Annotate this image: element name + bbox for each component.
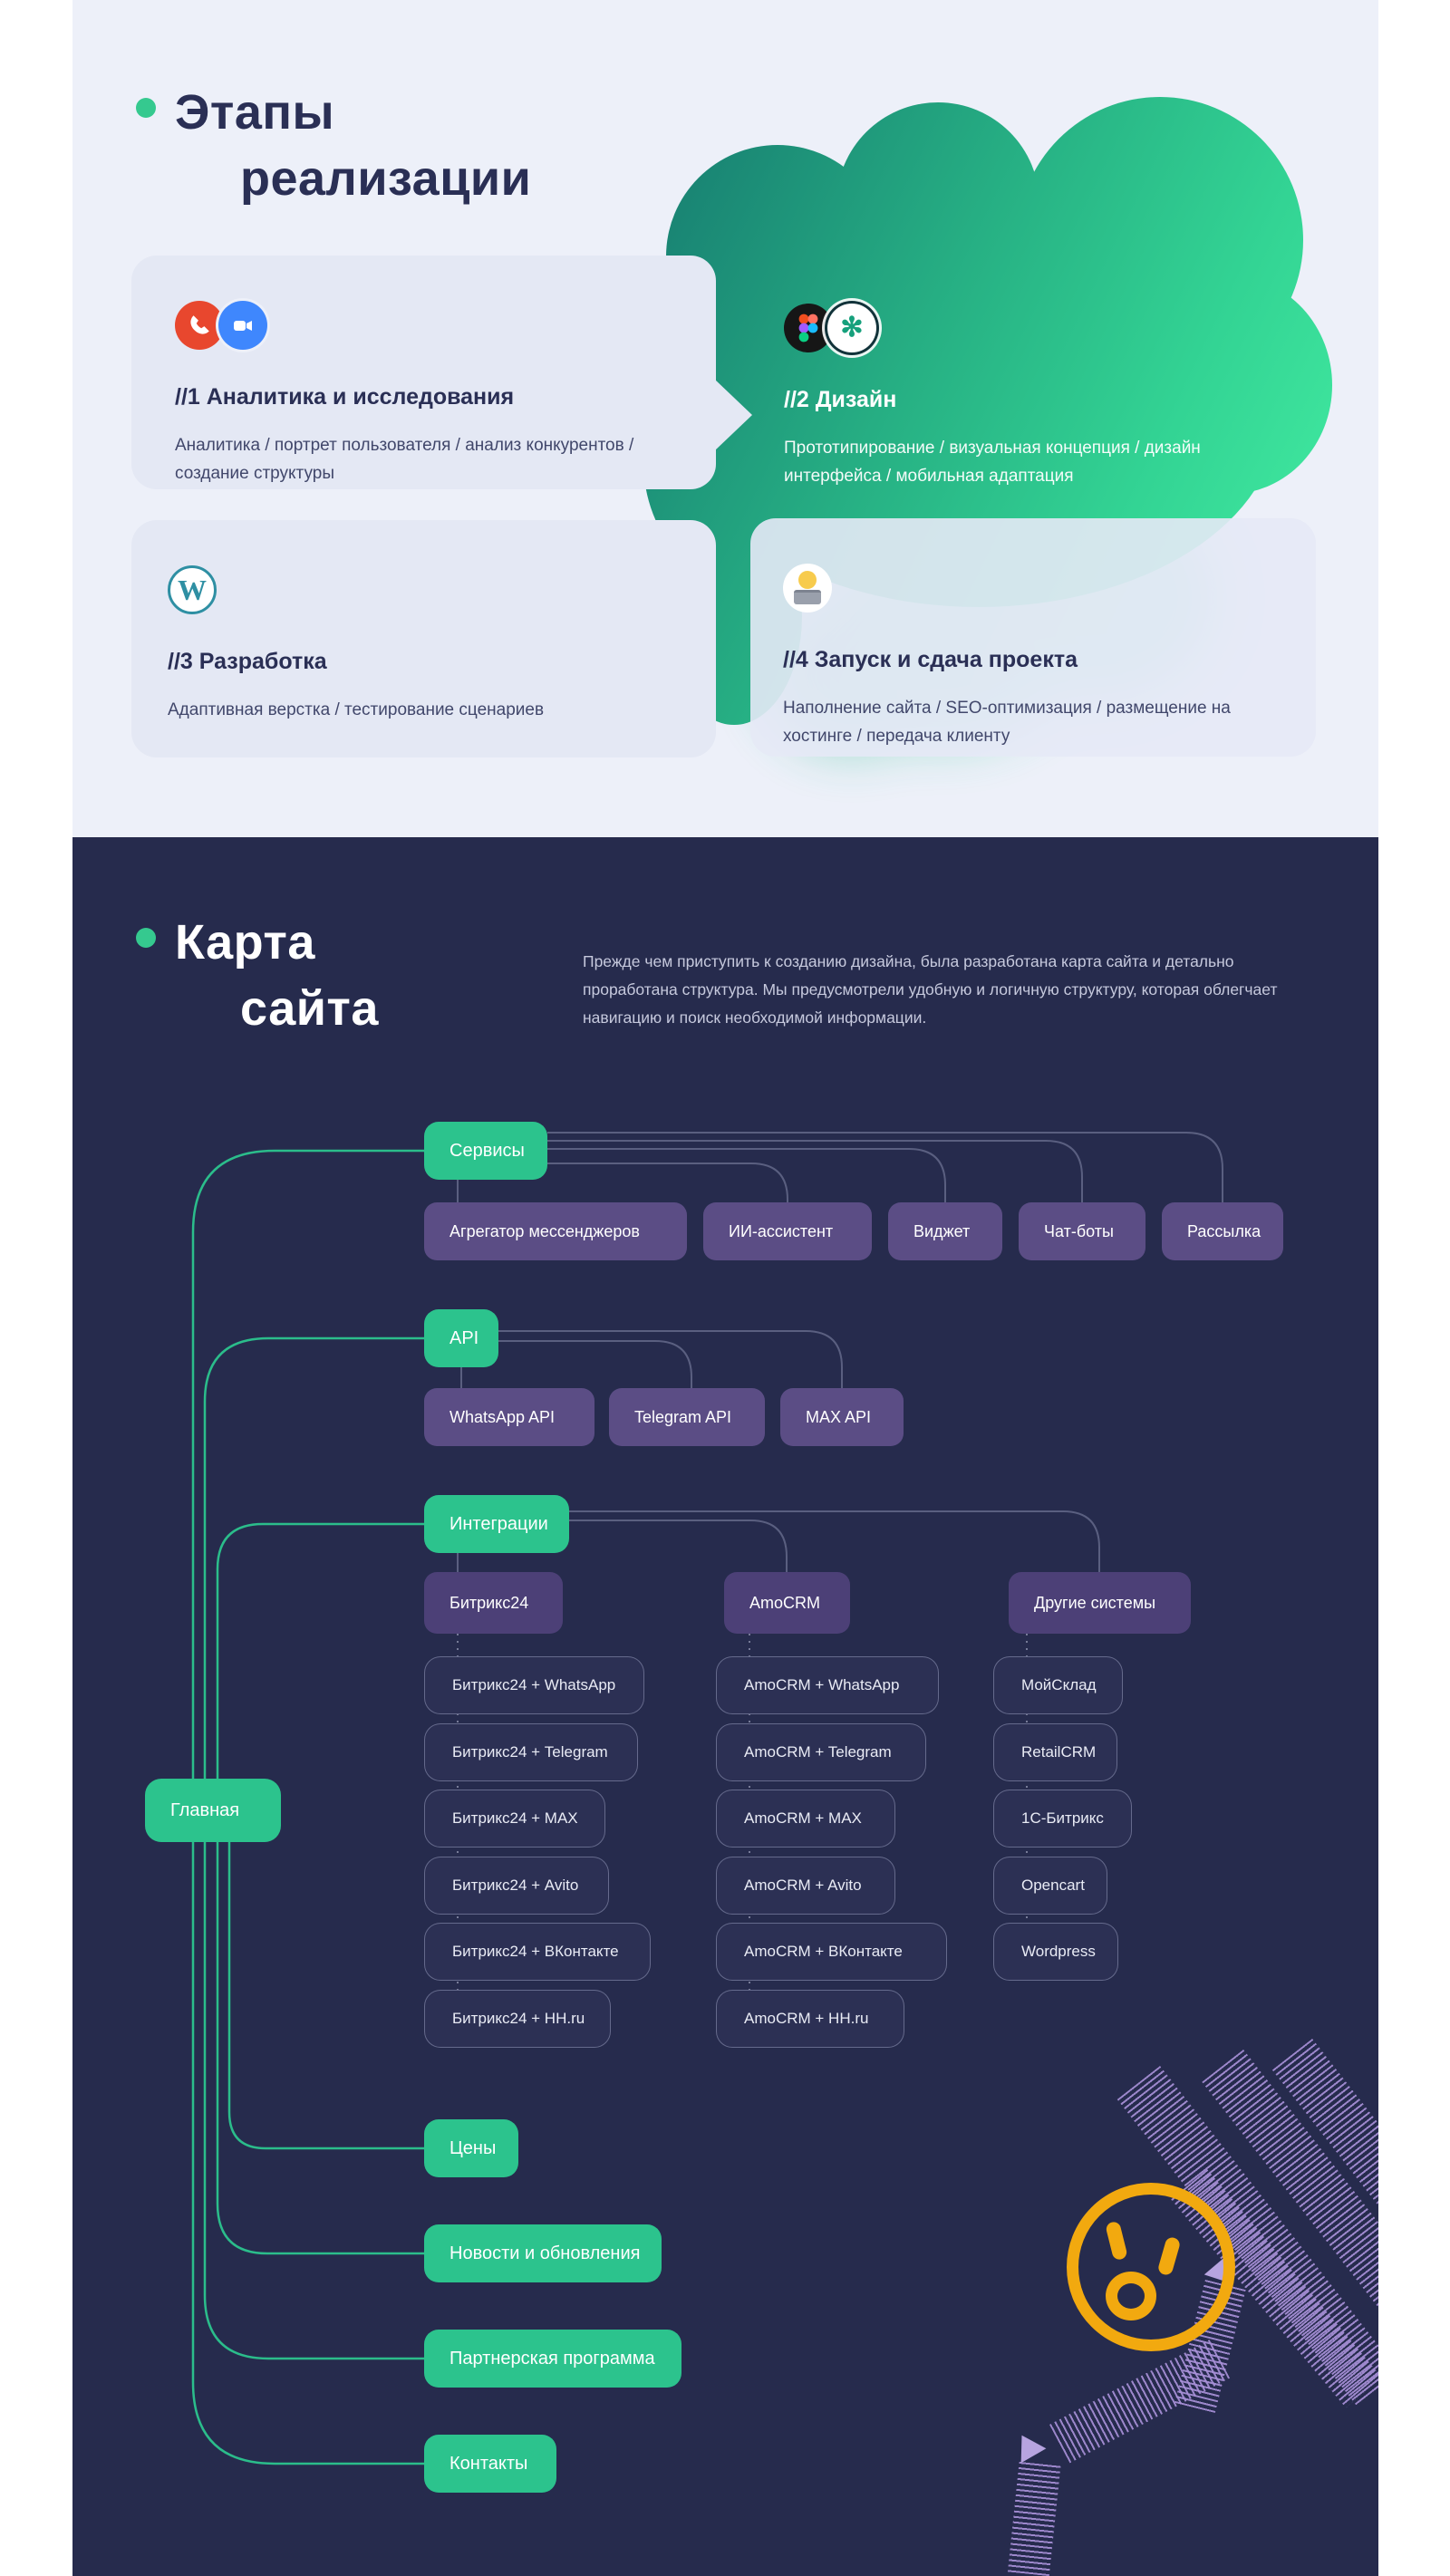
stage3-title: //3 Разработка: [168, 649, 327, 674]
sitemap-node-mailing[interactable]: Рассылка: [1162, 1202, 1283, 1260]
stages-title: Этапы реализации: [175, 80, 531, 212]
sitemap-node-news[interactable]: Новости и обновления: [424, 2224, 662, 2282]
sitemap-node-amocrm-hh[interactable]: AmoCRM + HH.ru: [716, 1990, 904, 2048]
technologist-head: [798, 571, 817, 589]
sitemap-node-messenger-aggregator[interactable]: Агрегатор мессенджеров: [424, 1202, 687, 1260]
stage4-icons: [783, 564, 1272, 613]
stage4-body: Наполнение сайта / SEO-оптимизация / раз…: [783, 699, 1231, 746]
wordpress-icon: W: [168, 565, 217, 614]
sitemap-node-bitrix-avito[interactable]: Битрикс24 + Avito: [424, 1857, 609, 1915]
phone-icon: [175, 301, 224, 350]
sitemap-node-telegram-api[interactable]: Telegram API: [609, 1388, 765, 1446]
sitemap-node-wordpress[interactable]: Wordpress: [993, 1923, 1118, 1981]
sitemap-node-bitrix24[interactable]: Битрикс24: [424, 1572, 563, 1634]
sitemap-node-bitrix-whatsapp[interactable]: Битрикс24 + WhatsApp: [424, 1656, 644, 1714]
sitemap-node-whatsapp-api[interactable]: WhatsApp API: [424, 1388, 594, 1446]
page-panel: Этапы реализации //1 Аналитика и исследо…: [72, 0, 1378, 2576]
wordpress-letter: W: [178, 574, 207, 606]
stages-section: Этапы реализации //1 Аналитика и исследо…: [72, 0, 1378, 837]
sitemap-node-api[interactable]: API: [424, 1309, 498, 1367]
stage1-icons: [175, 301, 672, 350]
doodle-face-outline: [1067, 2183, 1235, 2351]
sitemap-node-amocrm-max[interactable]: AmoCRM + MAX: [716, 1790, 895, 1848]
sitemap-node-opencart[interactable]: Opencart: [993, 1857, 1107, 1915]
stage1-title: //1 Аналитика и исследования: [175, 384, 515, 410]
technologist-laptop: [794, 590, 821, 604]
card-arrow-notch: [714, 379, 752, 451]
stage2-icons: ✻: [784, 304, 1346, 352]
sitemap-node-integrations[interactable]: Интеграции: [424, 1495, 569, 1553]
stage-card-design: ✻ //2 Дизайн Прототипирование / визуальн…: [784, 304, 1346, 491]
sitemap-node-partners[interactable]: Партнерская программа: [424, 2330, 682, 2388]
sitemap-node-home[interactable]: Главная: [145, 1779, 281, 1842]
zoom-video-icon: [218, 301, 267, 350]
stage4-title: //4 Запуск и сдача проекта: [783, 647, 1078, 672]
sitemap-description: Прежде чем приступить к созданию дизайна…: [583, 951, 1278, 1027]
stage2-body: Прототипирование / визуальная концепция …: [784, 439, 1201, 486]
sitemap-section: Карта сайта Прежде чем приступить к созд…: [72, 837, 1378, 2576]
sitemap-node-other-systems[interactable]: Другие системы: [1009, 1572, 1191, 1634]
section-bullet: [136, 98, 156, 118]
stage3-icons: W: [168, 565, 672, 614]
sitemap-title-line1: Карта: [175, 915, 315, 970]
sitemap-node-1c-bitrix[interactable]: 1С-Битрикс: [993, 1790, 1132, 1848]
sitemap-bullet: [136, 928, 156, 948]
sitemap-node-services[interactable]: Сервисы: [424, 1122, 547, 1180]
technologist-icon: [783, 564, 832, 613]
stage1-body: Аналитика / портрет пользователя / анали…: [175, 436, 634, 483]
sitemap-node-bitrix-max[interactable]: Битрикс24 + MAX: [424, 1790, 605, 1848]
sitemap-node-prices[interactable]: Цены: [424, 2119, 518, 2177]
stages-title-line1: Этапы: [175, 85, 335, 140]
sitemap-node-chatbots[interactable]: Чат-боты: [1019, 1202, 1146, 1260]
sitemap-node-amocrm-telegram[interactable]: AmoCRM + Telegram: [716, 1723, 926, 1781]
figma-icon: [784, 304, 833, 352]
sitemap-node-ai-assistant[interactable]: ИИ-ассистент: [703, 1202, 872, 1260]
sitemap-node-bitrix-hh[interactable]: Битрикс24 + HH.ru: [424, 1990, 611, 2048]
sitemap-node-retailcrm[interactable]: RetailCRM: [993, 1723, 1117, 1781]
sitemap-node-contacts[interactable]: Контакты: [424, 2435, 556, 2493]
stage-card-launch: //4 Запуск и сдача проекта Наполнение са…: [750, 518, 1316, 757]
sitemap-node-moysklad[interactable]: МойСклад: [993, 1656, 1123, 1714]
sitemap-node-amocrm-vk[interactable]: AmoCRM + ВКонтакте: [716, 1923, 947, 1981]
sitemap-node-amocrm-avito[interactable]: AmoCRM + Avito: [716, 1857, 895, 1915]
sitemap-node-bitrix-vk[interactable]: Битрикс24 + ВКонтакте: [424, 1923, 651, 1981]
stages-title-line2: реализации: [240, 151, 532, 207]
sitemap-title-line2: сайта: [240, 981, 379, 1037]
stage3-body: Адаптивная верстка / тестирование сценар…: [168, 700, 545, 719]
sitemap-node-max-api[interactable]: MAX API: [780, 1388, 904, 1446]
sitemap-node-bitrix-telegram[interactable]: Битрикс24 + Telegram: [424, 1723, 638, 1781]
chatgpt-icon: ✻: [827, 304, 876, 352]
sitemap-node-amocrm[interactable]: AmoCRM: [724, 1572, 850, 1634]
stage-card-analytics: //1 Аналитика и исследования Аналитика /…: [131, 256, 716, 489]
stage-card-development: W //3 Разработка Адаптивная верстка / те…: [131, 520, 716, 757]
sitemap-title: Карта сайта: [175, 910, 379, 1042]
stage2-title: //2 Дизайн: [784, 387, 897, 412]
sitemap-node-widget[interactable]: Виджет: [888, 1202, 1002, 1260]
doodle-mouth: [1106, 2272, 1156, 2320]
sitemap-node-amocrm-whatsapp[interactable]: AmoCRM + WhatsApp: [716, 1656, 939, 1714]
chatgpt-glyph: ✻: [840, 313, 864, 343]
